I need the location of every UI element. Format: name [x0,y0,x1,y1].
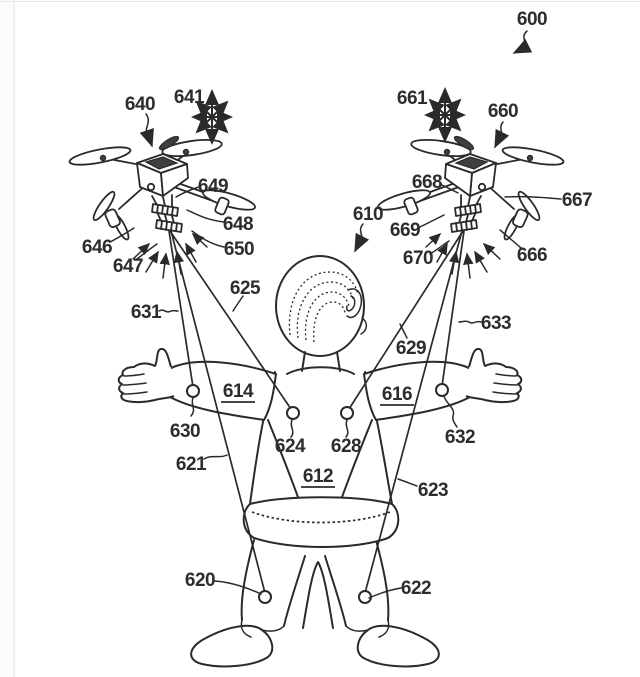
hair-arc-2 [296,281,354,339]
tether-629-chest-right [348,230,464,410]
leader-669 [417,214,445,229]
leader-624 [290,419,294,438]
ref-label-616: 616 [382,384,412,405]
leader-630 [190,397,195,417]
leader-668 [439,183,459,194]
leader-648 [186,209,225,223]
hair-arc-3 [304,291,350,341]
leader-lines [109,30,562,599]
person-torso [250,372,392,504]
ref-label-614: 614 [223,381,254,402]
leader-633 [458,320,482,324]
hair-arc-1 [288,271,359,336]
leader-631 [158,309,179,313]
leader-649 [175,186,200,198]
ref-label-630: 630 [170,421,200,442]
right-leg [324,539,440,668]
ref-label-633: 633 [481,313,511,334]
ear [346,288,363,319]
ref-label-631: 631 [131,302,162,323]
person [117,255,523,668]
ref-label-646: 646 [82,237,112,258]
leader-666 [499,229,522,249]
tether-623-right-ankle [364,230,463,594]
page-edge-horizontal [0,1,640,2]
leader-623 [397,478,418,487]
leader-670 [429,240,450,255]
collar [286,366,355,375]
attach-630-left-arm [186,384,200,398]
leader-629 [399,323,408,339]
ref-label-629: 629 [396,338,426,359]
leader-632 [443,395,458,428]
leader-625 [232,295,244,312]
attach-622-right-ankle [358,590,372,604]
nose-hint [360,317,368,335]
leader-647 [136,243,158,260]
tether-631-left-arm [168,230,194,388]
ref-label-650: 650 [224,239,254,260]
ref-label-632: 632 [445,427,475,448]
person-head [275,255,365,357]
ear-inner [346,295,356,312]
leader-660 [494,121,510,149]
leader-622 [368,587,402,599]
leader-620 [213,580,262,595]
ref-label-649: 649 [198,176,228,197]
pants-arch [302,561,334,629]
ref-label-621: 621 [176,454,207,475]
leader-600 [512,30,533,54]
ref-label-600: 600 [517,9,547,30]
ref-label-610: 610 [353,204,383,225]
ref-label-620: 620 [185,570,215,591]
page-margin [0,0,13,677]
ref-label-640: 640 [125,94,155,115]
ref-label-661: 661 [397,88,428,109]
ref-label-667: 667 [562,190,592,211]
attach-620-left-ankle [258,590,272,604]
ref-label-660: 660 [488,101,518,122]
leader-640 [139,113,154,148]
ref-label-668: 668 [412,172,442,193]
ref-label-666: 666 [517,245,547,266]
ref-label-625: 625 [230,278,261,299]
ref-label-623: 623 [418,480,448,501]
left-leg [190,539,306,668]
attach-628-chest-right [340,406,354,420]
leader-610 [354,223,370,253]
hair-arc-4 [313,301,346,343]
ref-label-624: 624 [275,436,306,457]
tethers [168,230,465,594]
tether-625-chest-left [169,230,292,410]
leader-646 [109,227,135,243]
ref-label-622: 622 [401,578,431,599]
attach-624-chest-left [286,406,300,420]
page-edge-vertical [13,0,15,677]
leader-628 [345,419,349,438]
ref-label-648: 648 [223,214,253,235]
leader-621 [203,454,228,460]
jacket-hem [242,496,400,548]
ref-label-669: 669 [390,220,420,241]
tether-633-right-arm [441,230,465,387]
ref-label-647: 647 [113,256,143,277]
leader-650 [191,230,225,248]
ref-label-641: 641 [174,87,205,108]
leader-667 [504,195,562,200]
ref-label-612: 612 [303,466,333,487]
ref-label-628: 628 [331,436,361,457]
ref-label-670: 670 [403,248,433,269]
tether-621-left-ankle [170,230,266,594]
attachment-points [186,383,449,604]
right-motion-arrows [426,89,464,141]
reference-numerals: 600 640 641 661 660 610 649 648 650 646 … [82,9,593,599]
attach-632-right-arm [435,383,449,397]
